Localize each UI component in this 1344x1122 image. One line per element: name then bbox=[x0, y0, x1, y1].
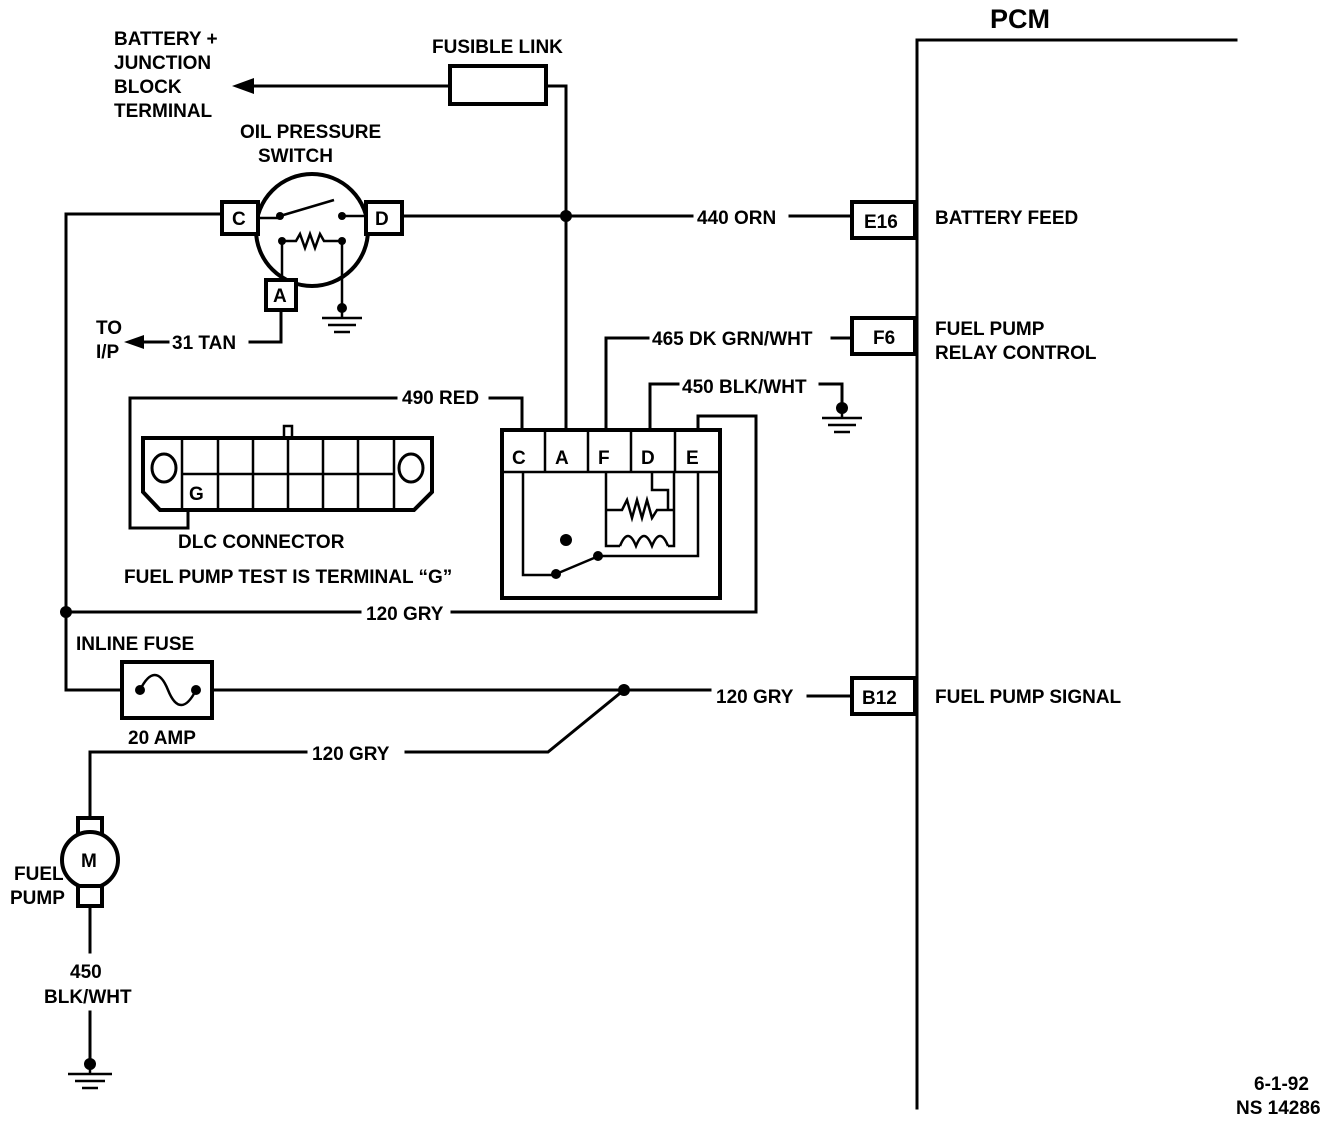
to-ip-wire-label: 31 TAN bbox=[172, 333, 236, 354]
oil-switch-terminal-a-label: A bbox=[273, 286, 287, 307]
fusible-link-label: FUSIBLE LINK bbox=[432, 37, 563, 58]
ground-icon bbox=[68, 1064, 112, 1090]
oil-pressure-switch-body bbox=[254, 172, 370, 288]
pcm-title: PCM bbox=[990, 4, 1050, 34]
relay-coil-icon bbox=[618, 534, 670, 550]
pcm-pin-e16 bbox=[850, 200, 917, 240]
relay-internal bbox=[650, 472, 670, 510]
wire-120-gry-label-c: 120 GRY bbox=[312, 744, 390, 765]
wire-oil-switch-c bbox=[64, 212, 224, 692]
wire-120-gry-pump bbox=[404, 687, 627, 754]
relay-internal bbox=[598, 472, 700, 558]
battery-feed-label: BATTERY FEED bbox=[935, 208, 1078, 229]
fuel-pump-motor-label: M bbox=[81, 851, 97, 872]
battery-label-2: JUNCTION bbox=[114, 53, 211, 74]
wire-120-gry-relay bbox=[450, 414, 758, 614]
fuel-pump-terminal-bottom bbox=[76, 884, 104, 908]
dlc-mount-hole-right bbox=[397, 452, 425, 484]
wire-120-gry-label-a: 120 GRY bbox=[366, 604, 444, 625]
fuel-pump-relay bbox=[500, 428, 722, 600]
to-ip-label-1: TO bbox=[96, 318, 122, 339]
fuel-pump-label-2: PUMP bbox=[10, 888, 65, 909]
relay-terminal-d: D bbox=[641, 448, 655, 469]
fusible-link-wire bbox=[544, 84, 568, 547]
oil-switch-node bbox=[276, 212, 284, 220]
fuel-pump-label-1: FUEL bbox=[14, 864, 64, 885]
to-ip-wire bbox=[248, 308, 283, 344]
wire-465 bbox=[604, 336, 650, 432]
battery-label-1: BATTERY + bbox=[114, 29, 218, 50]
oil-switch-terminal-c-label: C bbox=[232, 209, 246, 230]
wire-440-orn-label: 440 ORN bbox=[697, 208, 776, 229]
relay-contact-node bbox=[560, 534, 572, 546]
inline-fuse-label: INLINE FUSE bbox=[76, 634, 194, 655]
to-ip-arrow-icon bbox=[124, 335, 144, 349]
ground-icon bbox=[822, 408, 862, 434]
splice-440 bbox=[560, 210, 572, 222]
wire-450-relay-label: 450 BLK/WHT bbox=[682, 377, 807, 398]
pcm-pin-f6-label: F6 bbox=[873, 328, 895, 349]
battery-label-4: TERMINAL bbox=[114, 101, 213, 122]
fuse-element-icon bbox=[138, 673, 198, 707]
oil-switch-contact bbox=[279, 198, 335, 218]
wire-450-pump-label-1: 450 bbox=[70, 962, 102, 983]
relay-internal bbox=[521, 472, 556, 577]
fuel-pump-relay-control-label-1: FUEL PUMP bbox=[935, 319, 1045, 340]
inline-fuse-rating: 20 AMP bbox=[128, 728, 196, 749]
fuel-pump-relay-control-label-2: RELAY CONTROL bbox=[935, 343, 1097, 364]
footer-reference: NS 14286 bbox=[1236, 1098, 1321, 1119]
wire-120-gry-pump-left bbox=[88, 750, 308, 820]
dlc-terminal-g: G bbox=[189, 484, 204, 505]
oil-switch-terminal-d-label: D bbox=[375, 209, 389, 230]
wire-490-red-dlc bbox=[128, 396, 398, 530]
wire-465-label: 465 DK GRN/WHT bbox=[652, 329, 813, 350]
relay-terminal-e: E bbox=[686, 448, 699, 469]
fuel-pump-signal-label: FUEL PUMP SIGNAL bbox=[935, 687, 1122, 708]
relay-switch-arm bbox=[555, 556, 595, 576]
relay-terminal-a: A bbox=[555, 448, 569, 469]
dlc-connector-label: DLC CONNECTOR bbox=[178, 532, 345, 553]
relay-internal bbox=[604, 472, 620, 548]
ground-icon bbox=[322, 308, 362, 334]
fuel-pump-test-note: FUEL PUMP TEST IS TERMINAL “G” bbox=[124, 567, 452, 588]
relay-resistor-icon bbox=[606, 495, 674, 523]
battery-label-3: BLOCK bbox=[114, 77, 182, 98]
wire-450-relay bbox=[648, 382, 680, 432]
wire-120-gry-label-b: 120 GRY bbox=[716, 687, 794, 708]
relay-internal bbox=[668, 472, 676, 548]
fusible-link bbox=[448, 64, 548, 106]
pcm-pin-b12-label: B12 bbox=[862, 688, 897, 709]
wire-490-red-label: 490 RED bbox=[402, 388, 479, 409]
pcm-pin-f6 bbox=[850, 316, 917, 356]
oil-pressure-switch-label-1: OIL PRESSURE bbox=[240, 122, 381, 143]
wire-450-pump-label-2: BLK/WHT bbox=[44, 987, 132, 1008]
oil-switch-terminal-d bbox=[364, 200, 404, 236]
to-ip-label-2: I/P bbox=[96, 342, 120, 363]
dlc-mount-hole-left bbox=[150, 452, 178, 484]
wire-450-relay-end bbox=[818, 382, 844, 410]
footer-date: 6-1-92 bbox=[1254, 1074, 1309, 1095]
oil-switch-resistor-icon bbox=[282, 230, 342, 252]
pcm-pin-e16-label: E16 bbox=[864, 212, 898, 233]
oil-pressure-switch-label-2: SWITCH bbox=[258, 146, 333, 167]
battery-arrow-icon bbox=[232, 78, 254, 94]
relay-terminal-f: F bbox=[598, 448, 610, 469]
wire-490-red bbox=[488, 396, 524, 432]
relay-terminal-c: C bbox=[512, 448, 526, 469]
